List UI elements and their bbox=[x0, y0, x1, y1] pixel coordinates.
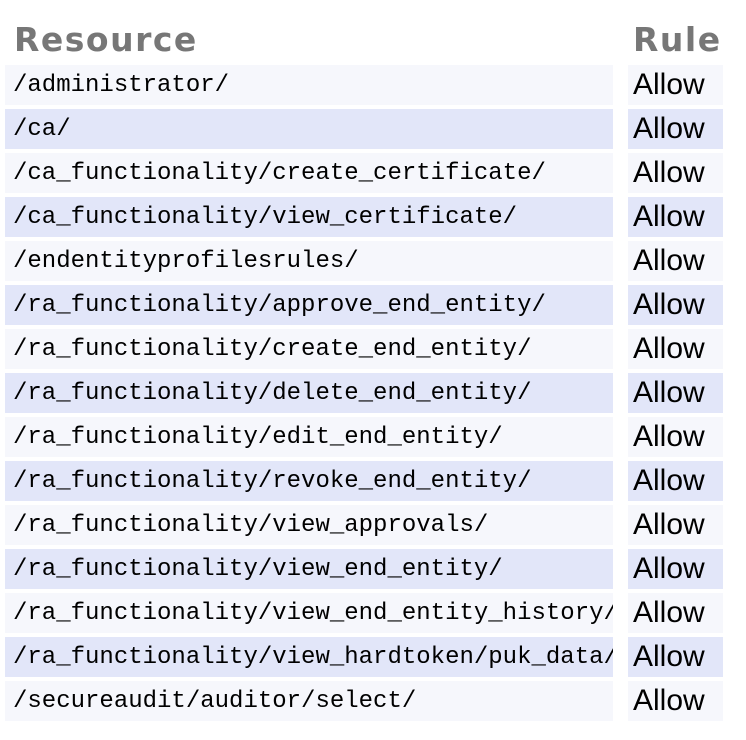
table-row: /ra_functionality/approve_end_entity/ Al… bbox=[5, 285, 728, 325]
rule-cell: Allow bbox=[628, 593, 723, 633]
resource-cell: /ra_functionality/edit_end_entity/ bbox=[5, 417, 613, 457]
resource-cell: /ra_functionality/view_hardtoken/puk_dat… bbox=[5, 637, 613, 677]
table-row: /ra_functionality/view_approvals/ Allow bbox=[5, 505, 728, 545]
resource-cell: /ra_functionality/view_end_entity/ bbox=[5, 549, 613, 589]
rule-cell: Allow bbox=[628, 505, 723, 545]
table-row: /ca/ Allow bbox=[5, 109, 728, 149]
column-header-rule: Rule bbox=[633, 20, 722, 59]
rule-cell: Allow bbox=[628, 109, 723, 149]
table-row: /ra_functionality/edit_end_entity/ Allow bbox=[5, 417, 728, 457]
resource-cell: /ra_functionality/view_end_entity_histor… bbox=[5, 593, 613, 633]
resource-cell: /ra_functionality/create_end_entity/ bbox=[5, 329, 613, 369]
resource-cell: /administrator/ bbox=[5, 65, 613, 105]
rule-cell: Allow bbox=[628, 65, 723, 105]
resource-cell: /ca_functionality/view_certificate/ bbox=[5, 197, 613, 237]
resource-cell: /ra_functionality/delete_end_entity/ bbox=[5, 373, 613, 413]
table-row: /ca_functionality/view_certificate/ Allo… bbox=[5, 197, 728, 237]
rule-cell: Allow bbox=[628, 241, 723, 281]
rule-cell: Allow bbox=[628, 373, 723, 413]
table-row: /ra_functionality/revoke_end_entity/ All… bbox=[5, 461, 728, 501]
table-row: /endentityprofilesrules/ Allow bbox=[5, 241, 728, 281]
table-header-row: Resource Rule bbox=[5, 3, 728, 61]
resource-cell: /ca_functionality/create_certificate/ bbox=[5, 153, 613, 193]
access-rules-table: Resource Rule /administrator/ Allow /ca/… bbox=[5, 3, 728, 721]
table-row: /ra_functionality/create_end_entity/ All… bbox=[5, 329, 728, 369]
resource-cell: /ra_functionality/view_approvals/ bbox=[5, 505, 613, 545]
rule-cell: Allow bbox=[628, 197, 723, 237]
column-header-resource: Resource bbox=[14, 20, 198, 59]
rule-cell: Allow bbox=[628, 461, 723, 501]
table-row: /ra_functionality/delete_end_entity/ All… bbox=[5, 373, 728, 413]
rule-cell: Allow bbox=[628, 637, 723, 677]
rule-cell: Allow bbox=[628, 153, 723, 193]
rule-cell: Allow bbox=[628, 681, 723, 721]
table-row: /administrator/ Allow bbox=[5, 65, 728, 105]
table-row: /ra_functionality/view_end_entity/ Allow bbox=[5, 549, 728, 589]
resource-cell: /endentityprofilesrules/ bbox=[5, 241, 613, 281]
rule-cell: Allow bbox=[628, 417, 723, 457]
table-row: /secureaudit/auditor/select/ Allow bbox=[5, 681, 728, 721]
table-row: /ca_functionality/create_certificate/ Al… bbox=[5, 153, 728, 193]
table-row: /ra_functionality/view_hardtoken/puk_dat… bbox=[5, 637, 728, 677]
resource-cell: /secureaudit/auditor/select/ bbox=[5, 681, 613, 721]
resource-cell: /ra_functionality/revoke_end_entity/ bbox=[5, 461, 613, 501]
rule-cell: Allow bbox=[628, 549, 723, 589]
table-row: /ra_functionality/view_end_entity_histor… bbox=[5, 593, 728, 633]
resource-cell: /ca/ bbox=[5, 109, 613, 149]
rule-cell: Allow bbox=[628, 329, 723, 369]
resource-cell: /ra_functionality/approve_end_entity/ bbox=[5, 285, 613, 325]
rule-cell: Allow bbox=[628, 285, 723, 325]
